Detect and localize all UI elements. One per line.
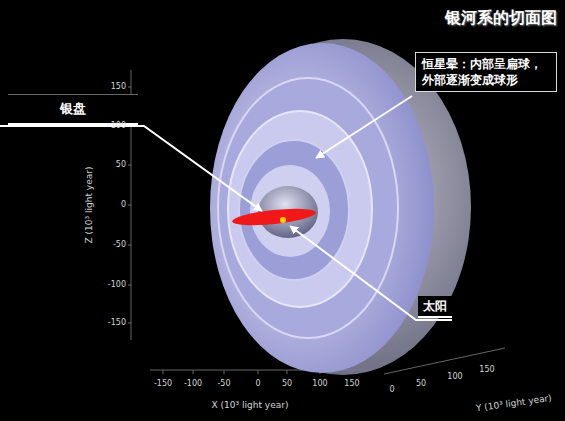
tick-label: 50: [416, 380, 426, 389]
leader-lines: [0, 96, 452, 320]
tick-label: 0: [255, 380, 260, 389]
tick-label: -50: [113, 241, 126, 250]
disk-callout: 银盘: [8, 94, 138, 125]
tick-label: 0: [389, 386, 394, 395]
chart-title: 银河系的切面图: [445, 8, 557, 28]
tick-label: 100: [111, 122, 126, 131]
callout-text: 银盘: [18, 100, 128, 118]
halo-layer: [228, 111, 372, 307]
sun-dot: [280, 217, 286, 223]
tick-label: 100: [447, 373, 462, 382]
tick-label: -100: [184, 380, 202, 389]
sun-callout: 太阳: [418, 296, 452, 318]
tick-label: 150: [479, 366, 494, 375]
leader-line: [0, 126, 262, 211]
halo-layer: [218, 78, 398, 338]
axis-title: X (10³ light year): [212, 401, 289, 411]
leader-line: [316, 96, 412, 158]
tick-label: -150: [154, 380, 172, 389]
halo-cut-face: [210, 43, 434, 373]
tick-label: 100: [312, 380, 327, 389]
halo-callout: 恒星晕：内部呈扁球， 外部逐渐变成球形: [415, 52, 557, 92]
tick-label: 0: [121, 201, 126, 210]
tick-label: 50: [116, 161, 126, 170]
tick-label: 150: [111, 83, 126, 92]
tick-label: -150: [108, 319, 126, 328]
tick-label: 50: [282, 380, 292, 389]
axis-title: Z (10³ light year): [85, 167, 95, 244]
callout-text: 太阳: [423, 298, 447, 314]
tick-label: 150: [344, 380, 359, 389]
leader-line: [290, 226, 452, 320]
tick-label: -100: [108, 281, 126, 290]
callout-text: 恒星晕：内部呈扁球， 外部逐渐变成球形: [422, 56, 550, 88]
galactic-disk: [231, 206, 316, 229]
tick-label: -50: [217, 380, 230, 389]
